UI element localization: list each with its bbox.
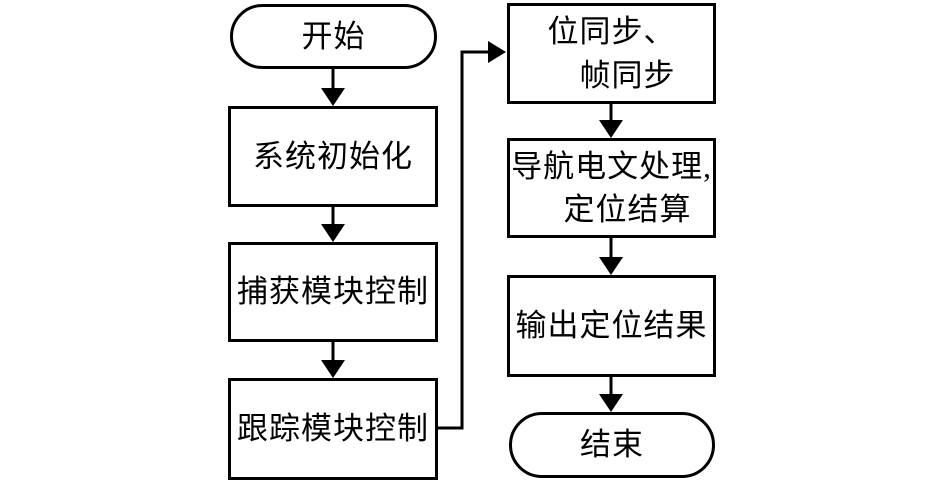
node-bit-frame-sync: 位同步、 帧同步 [507,3,716,104]
node-nav-message-processing: 导航电文处理, 定位结算 [507,138,716,238]
arrow-start-to-system-init-head [321,88,345,106]
arrow-output-to-end-head [599,394,623,412]
node-tracking-control: 跟踪模块控制 [228,378,438,480]
arrow-system-init-to-acquisition-head [321,224,345,242]
node-acquisition-control: 捕获模块控制 [228,242,438,342]
arrow-nav-to-output-head [599,257,623,275]
arrow-acquisition-to-tracking-head [321,360,345,378]
node-output-result: 输出定位结果 [507,275,716,377]
node-start: 开始 [230,4,437,69]
arrow-sync-to-nav-head [599,120,623,138]
connector-tracking-to-sync-path [437,50,489,430]
node-end: 结束 [509,412,715,478]
node-system-init: 系统初始化 [228,106,438,207]
connector-tracking-to-sync-head [488,41,506,63]
